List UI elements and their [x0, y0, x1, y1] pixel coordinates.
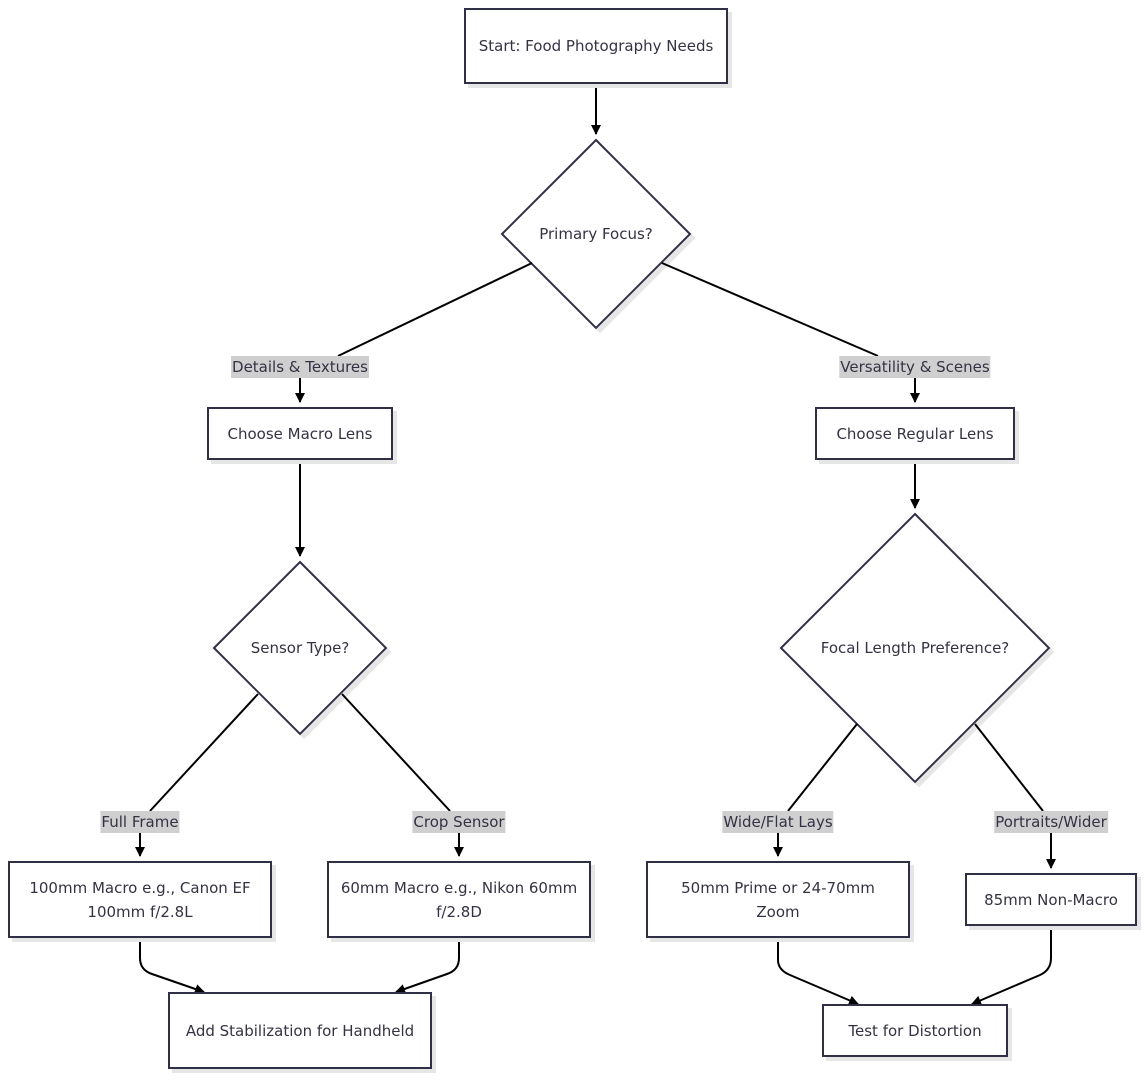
edge-50mm-to-distortion: [777, 938, 859, 1006]
edge-label-full-frame: Full Frame: [100, 811, 180, 833]
node-50mm-prime-text: 50mm Prime or 24-70mm Zoom: [681, 878, 875, 921]
edge-60mm-to-stabilization: [395, 938, 460, 994]
edge-primary-to-versatility-label: [661, 262, 879, 357]
node-start: Start: Food Photography Needs: [464, 8, 728, 84]
node-start-text: Start: Food Photography Needs: [478, 37, 714, 55]
edge-label-crop-sensor: Crop Sensor: [412, 811, 506, 833]
edge-focal-to-portraits-label: [974, 723, 1044, 812]
decision-primary-focus-text: Primary Focus?: [539, 225, 653, 243]
node-60mm-macro-text: 60mm Macro e.g., Nikon 60mm f/2.8D: [340, 878, 578, 921]
node-test-distortion: Test for Distortion: [822, 1004, 1008, 1057]
edge-sensor-to-crop-label: [341, 693, 451, 812]
node-100mm-macro-text: 100mm Macro e.g., Canon EF 100mm f/2.8L: [29, 878, 251, 921]
edge-primary-to-details-label: [337, 262, 533, 357]
node-add-stabilization: Add Stabilization for Handheld: [168, 992, 432, 1069]
node-choose-macro-lens-text: Choose Macro Lens: [227, 424, 373, 443]
decision-focal-length-text: Focal Length Preference?: [820, 639, 1010, 657]
edge-label-versatility-scenes: Versatility & Scenes: [839, 356, 991, 378]
decision-sensor-type-text: Sensor Type?: [250, 639, 350, 657]
edge-label-wide-flat-lays: Wide/Flat Lays: [722, 811, 834, 833]
focal-length-diamond: [779, 512, 1051, 784]
edge-100mm-to-stabilization: [139, 938, 205, 994]
node-choose-macro-lens: Choose Macro Lens: [207, 407, 393, 460]
primary-focus-diamond: [500, 138, 692, 330]
node-50mm-prime: 50mm Prime or 24-70mm Zoom: [646, 861, 910, 938]
node-60mm-macro: 60mm Macro e.g., Nikon 60mm f/2.8D: [327, 861, 591, 938]
node-choose-regular-lens-text: Choose Regular Lens: [836, 424, 994, 443]
node-test-distortion-text: Test for Distortion: [848, 1021, 982, 1040]
edge-focal-to-wide-label: [787, 723, 858, 812]
node-85mm-non-macro: 85mm Non-Macro: [965, 873, 1137, 926]
edge-label-details-textures: Details & Textures: [231, 356, 369, 378]
edge-85mm-to-distortion: [971, 926, 1052, 1006]
node-choose-regular-lens: Choose Regular Lens: [815, 407, 1015, 460]
sensor-type-diamond: [212, 560, 388, 736]
edge-label-portraits-wider: Portraits/Wider: [994, 811, 1108, 833]
node-add-stabilization-text: Add Stabilization for Handheld: [185, 1021, 415, 1040]
node-100mm-macro: 100mm Macro e.g., Canon EF 100mm f/2.8L: [8, 861, 272, 938]
edge-sensor-to-fullframe-label: [149, 693, 259, 812]
node-85mm-non-macro-text: 85mm Non-Macro: [984, 890, 1118, 909]
